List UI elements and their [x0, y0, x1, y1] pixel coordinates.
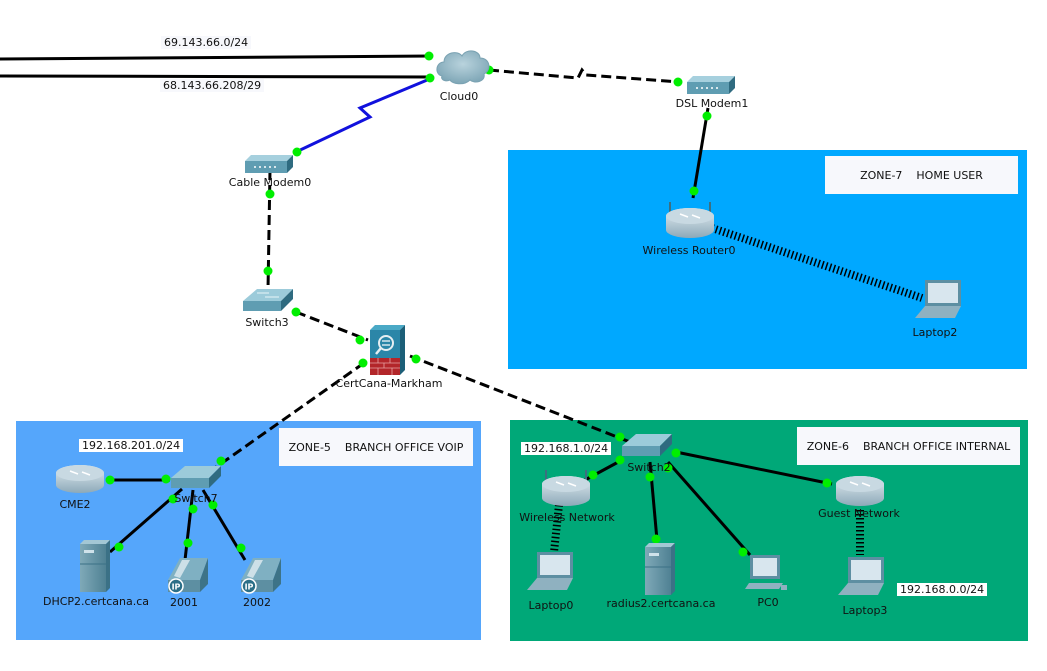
laptop-icon[interactable] [915, 280, 961, 318]
network-label-69-143-66-0: 69.143.66.0/24 [161, 36, 252, 49]
link-switch2-pc0[interactable] [666, 461, 752, 556]
modem-icon[interactable] [687, 76, 735, 94]
device-label-laptop2[interactable]: Laptop2 [912, 326, 958, 339]
link-dot [411, 354, 421, 364]
device-label-laptop3[interactable]: Laptop3 [842, 604, 888, 617]
device-label-wireless-network[interactable]: Wireless Network [519, 511, 615, 524]
network-label-192-168-201-0: 192.168.201.0/24 [79, 439, 184, 452]
zone-7-label: ZONE-7 HOME USER [825, 156, 1018, 194]
device-label-switch3[interactable]: Switch3 [245, 316, 289, 329]
link-dsl-wrouter[interactable] [691, 107, 710, 199]
link-dot [168, 494, 178, 504]
link-status-dots [105, 51, 832, 557]
device-label-cloud0[interactable]: Cloud0 [439, 90, 479, 103]
ip-phone-icon[interactable]: IP [168, 558, 208, 594]
link-firewall-switch7[interactable] [211, 361, 365, 472]
router-icon[interactable] [836, 476, 884, 506]
link-cloud-dsl[interactable] [488, 67, 681, 84]
device-label-phone-2001[interactable]: 2001 [170, 596, 198, 609]
server-icon[interactable] [645, 543, 675, 595]
device-label-firewall[interactable]: CertCana-Markham [335, 377, 443, 390]
link-dot [738, 547, 748, 557]
device-label-switch2[interactable]: Switch2 [627, 461, 671, 474]
wireless-router-icon[interactable] [542, 470, 590, 506]
link-dot [645, 472, 655, 482]
link-dot [188, 504, 198, 514]
link-dot [161, 474, 171, 484]
link-dot [292, 147, 302, 157]
link-dot [615, 432, 625, 442]
laptop-icon[interactable] [838, 557, 884, 595]
link-wan-68[interactable] [0, 74, 433, 79]
svg-text:IP: IP [245, 583, 254, 592]
link-dot [114, 542, 124, 552]
link-dot [673, 77, 683, 87]
device-label-guest-network[interactable]: Guest Network [818, 507, 900, 520]
cloud-icon[interactable] [436, 50, 490, 85]
switch-icon[interactable] [243, 289, 293, 311]
network-label-192-168-1-0: 192.168.1.0/24 [521, 442, 612, 455]
network-label-192-168-0-0: 192.168.0.0/24 [897, 583, 988, 596]
link-dot [105, 475, 115, 485]
network-label-68-143-66-208: 68.143.66.208/29 [160, 79, 265, 92]
router-icon[interactable] [56, 465, 104, 493]
link-dot [263, 266, 273, 276]
link-dot [671, 448, 681, 458]
link-dot [689, 186, 699, 196]
device-label-dhcp2[interactable]: DHCP2.certcana.ca [43, 595, 149, 608]
server-icon[interactable] [80, 540, 110, 592]
link-wrouter-laptop2[interactable] [710, 224, 924, 302]
svg-text:IP: IP [172, 583, 181, 592]
device-label-phone-2002[interactable]: 2002 [243, 596, 271, 609]
link-dot [425, 73, 435, 83]
link-dot [663, 463, 673, 473]
device-label-pc0[interactable]: PC0 [757, 596, 779, 609]
switch-icon[interactable] [622, 434, 672, 456]
link-dot [216, 456, 226, 466]
link-wan-69[interactable] [0, 54, 433, 61]
device-label-laptop0[interactable]: Laptop0 [528, 599, 574, 612]
device-label-cable-modem0[interactable]: Cable Modem0 [228, 176, 312, 189]
switch-icon[interactable] [171, 466, 221, 488]
link-firewall-switch2[interactable] [409, 354, 631, 444]
link-dot [702, 111, 712, 121]
link-dot [265, 189, 275, 199]
link-dot [183, 538, 193, 548]
pc-icon[interactable] [745, 555, 787, 590]
link-dot [208, 500, 218, 510]
link-switch7-2001[interactable] [183, 489, 195, 561]
link-switch2-guest[interactable] [675, 450, 833, 486]
zone-5-label: ZONE-5 BRANCH OFFICE VOIP [279, 428, 473, 466]
link-dot [615, 455, 625, 465]
wireless-router-icon[interactable] [666, 202, 714, 238]
device-label-wireless-router0[interactable]: Wireless Router0 [642, 244, 736, 257]
link-dot [424, 51, 434, 61]
link-dot [651, 534, 661, 544]
link-cloud-cable[interactable] [295, 76, 433, 154]
link-dot [588, 470, 598, 480]
modem-icon[interactable] [245, 155, 293, 173]
link-dot [355, 335, 365, 345]
laptop-icon[interactable] [527, 552, 573, 590]
firewall-icon[interactable] [370, 325, 405, 375]
device-label-dsl-modem1[interactable]: DSL Modem1 [675, 97, 749, 110]
link-dot [291, 307, 301, 317]
link-switch3-firewall[interactable] [295, 310, 369, 342]
device-label-cme2[interactable]: CME2 [59, 498, 91, 511]
zone-6-label: ZONE-6 BRANCH OFFICE INTERNAL [797, 427, 1020, 465]
device-label-radius2[interactable]: radius2.certcana.ca [606, 597, 716, 610]
ip-phone-icon[interactable]: IP [241, 558, 281, 594]
link-dot [236, 543, 246, 553]
device-label-switch7[interactable]: Switch7 [174, 492, 218, 505]
link-dot [358, 358, 368, 368]
link-dot [822, 478, 832, 488]
